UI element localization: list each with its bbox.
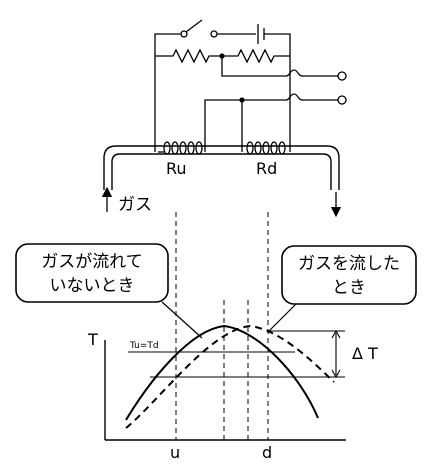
bridge-circuit: [154, 19, 338, 152]
resistor-left: [155, 48, 222, 64]
ru-label: Ru: [166, 159, 187, 178]
coil-ru: [158, 141, 203, 155]
delta-t-arrow-down: [331, 369, 341, 379]
resistor-right: [222, 48, 290, 64]
output-terminal-1: [337, 71, 347, 81]
callout-flow-line2: とき: [332, 278, 366, 298]
curve-no-flow: [125, 324, 319, 421]
output-wire-lower: [204, 93, 338, 152]
equal-temp-label: Tu=Td: [129, 341, 159, 351]
callout-flow: ガスを流した とき: [281, 245, 417, 305]
y-axis-label: T: [87, 330, 98, 349]
left-wire: [154, 33, 182, 152]
rd-label: Rd: [256, 159, 277, 178]
temperature-graph: T Tu=Td Δ T u d: [87, 324, 378, 462]
node-dot-lower: [239, 97, 245, 103]
switch-contact-left: [180, 30, 188, 38]
x-label-d: d: [262, 443, 272, 462]
delta-t-arrow-up: [331, 329, 341, 339]
callout-no-flow: ガスが流れて いないとき: [15, 243, 169, 303]
node-dot-top: [219, 53, 225, 59]
gas-pipe: [103, 145, 340, 190]
gas-label: ガス: [118, 195, 152, 215]
callout-no-flow-line2: いないとき: [50, 276, 135, 296]
switch-lever: [185, 19, 203, 33]
x-label-u: u: [170, 443, 180, 462]
callout-no-flow-pointer: [161, 301, 203, 339]
switch-contact-right: [210, 30, 218, 38]
output-wire-upper: [221, 56, 338, 77]
callout-flow-pointer: [267, 303, 297, 333]
output-terminal-2: [337, 95, 347, 105]
callout-no-flow-line1: ガスが流れて: [41, 252, 143, 272]
coil-rd: [246, 141, 286, 155]
delta-t-label: Δ T: [352, 344, 378, 363]
curve-with-flow: [125, 324, 335, 429]
right-top-wire: [264, 33, 291, 56]
callout-flow-line1: ガスを流した: [298, 254, 400, 274]
